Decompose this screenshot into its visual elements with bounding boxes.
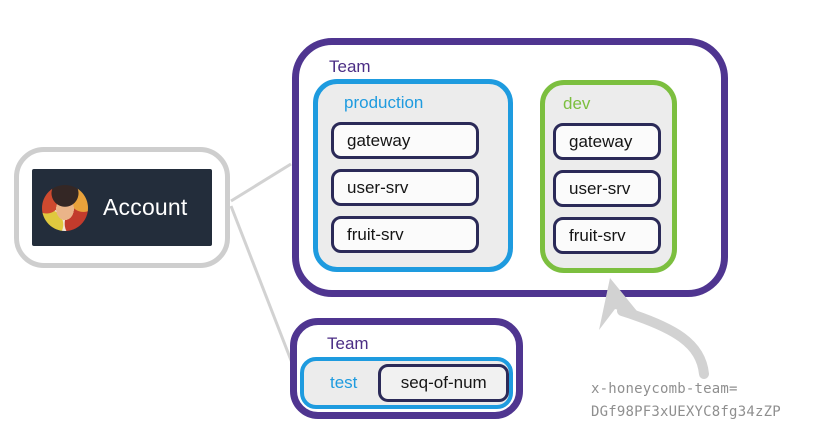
env-dev: dev gateway user-srv fruit-srv <box>540 80 677 273</box>
service-dev-user-srv: user-srv <box>553 170 661 207</box>
team-container-bottom: Team test seq-of-num <box>290 318 523 419</box>
honeycomb-team-annotation: x-honeycomb-team= DGf98PF3xUEXYC8fg34zZP <box>591 378 781 424</box>
connector-account-to-team-bottom <box>229 205 296 369</box>
service-dev-gateway: gateway <box>553 123 661 160</box>
account-label: Account <box>103 194 188 220</box>
user-avatar-icon <box>42 184 88 231</box>
env-production: production gateway user-srv fruit-srv <box>313 79 513 272</box>
arrow-tail <box>617 306 709 379</box>
service-production-gateway: gateway <box>331 122 479 159</box>
annotation-line2: DGf98PF3xUEXYC8fg34zZP <box>591 404 781 420</box>
service-test-seq-of-num: seq-of-num <box>378 364 509 402</box>
team-container-top: Team production gateway user-srv fruit-s… <box>292 38 728 297</box>
team-top-label: Team <box>329 57 371 76</box>
account-box: Account <box>32 169 212 246</box>
service-dev-fruit-srv: fruit-srv <box>553 217 661 254</box>
account-node: Account <box>14 147 230 268</box>
connector-account-to-team-top <box>230 162 292 203</box>
annotation-line1: x-honeycomb-team= <box>591 381 738 397</box>
service-production-user-srv: user-srv <box>331 169 479 206</box>
env-production-label: production <box>344 93 424 112</box>
env-test-label: test <box>330 373 358 392</box>
env-test: test seq-of-num <box>300 357 513 409</box>
env-dev-label: dev <box>563 94 591 113</box>
team-bottom-label: Team <box>327 334 369 353</box>
service-production-fruit-srv: fruit-srv <box>331 216 479 253</box>
arrow-head-icon <box>599 278 641 330</box>
